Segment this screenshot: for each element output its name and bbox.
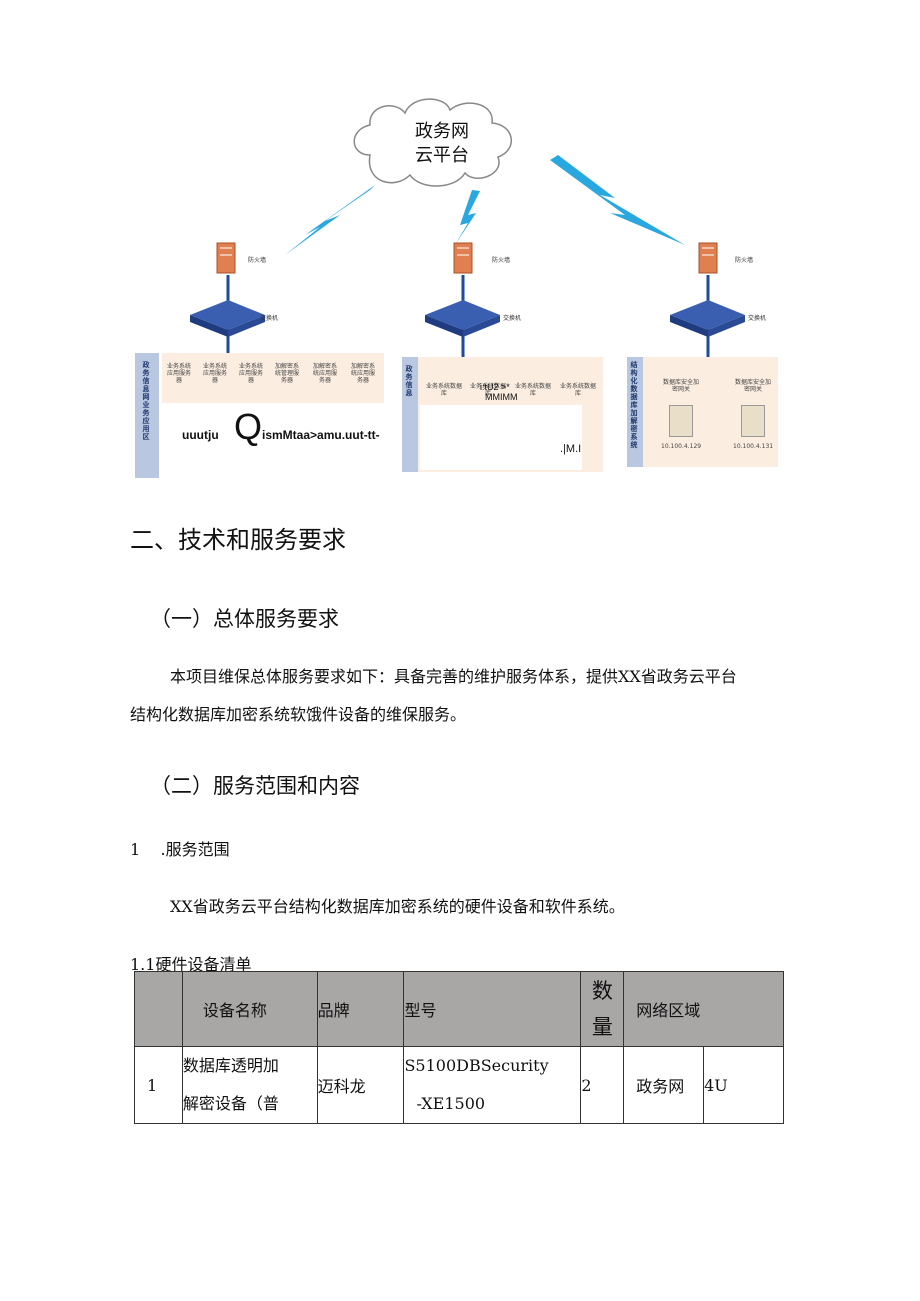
zone3-side: 结构化数据库加解密系统: [627, 357, 643, 467]
zone2-ocr-overlay: .|M.I: [420, 405, 582, 470]
switch-label: 交换机: [260, 315, 279, 322]
column-header-qty: 数 量: [580, 971, 625, 1047]
server-label: 业务系统数据库: [559, 383, 596, 398]
overlay-text: ismMtaa>amu.uut-tt-: [262, 428, 380, 442]
zone1-side-label: 政务信息网业务应用区: [142, 361, 151, 441]
table-row: 1 数据库透明加 解密设备（普 迈科龙 S5100DBSecurity -XE1…: [134, 1046, 784, 1124]
switch-icon: [190, 300, 265, 337]
network-diagram: 政务网 云平台 防火墙 防火墙 防火墙 交换机 交换机 交换机 政务信息网业务应…: [120, 95, 800, 480]
overlay-text: i:tU2 >*: [480, 382, 510, 392]
cell-qty: 2: [580, 1046, 625, 1124]
subsection-heading-1: （一）总体服务要求: [150, 607, 339, 631]
paragraph-line: 结构化数据库加密系统软饿件设备的维保服务。: [130, 705, 467, 724]
lightning-left-icon: [285, 185, 375, 255]
gateway-ip: 10.100.4.131: [733, 443, 774, 450]
firewall-label: 防火墙: [248, 257, 267, 264]
cell-zone: 政务网: [623, 1046, 705, 1124]
cell-model: S5100DBSecurity -XE1500: [403, 1046, 582, 1124]
diagram-graphics: [190, 98, 745, 360]
gateway-ip: 10.100.4.129: [661, 443, 702, 450]
overlay-text: uuutju: [182, 428, 219, 442]
switch-label: 交换机: [503, 315, 522, 322]
column-header: 设备名称: [181, 971, 318, 1047]
zone2-side: 政务信息: [402, 357, 418, 472]
firewall-icon: [453, 242, 473, 274]
lightning-mid-icon: [455, 190, 480, 245]
cloud-label-line2: 云平台: [415, 145, 469, 167]
overlay-text: .|M.I: [560, 443, 582, 455]
firewall-icon: [216, 242, 236, 274]
server-label: 业务系统数据库: [469, 383, 506, 398]
server-icon: [741, 405, 765, 437]
server-icon: [669, 405, 693, 437]
zone2-side-label: 政务信息: [405, 365, 414, 397]
server-label: 业务系统应用服务器: [202, 363, 227, 385]
list-item-label: 1 .服务范围: [130, 840, 230, 859]
cell-brand: 迈科龙: [316, 1046, 405, 1124]
table-header-row: 设备名称 品牌 型号 数 量 网络区域: [134, 971, 784, 1047]
subsection-heading-2: （二）服务范围和内容: [150, 774, 360, 798]
server-label: 业务系统数据库: [425, 383, 462, 398]
cloud-icon: [353, 98, 513, 187]
zone1-ocr-overlay: uuutju Q ismMtaa>amu.uut-tt-: [162, 405, 392, 445]
paragraph-line: 本项目维保总体服务要求如下：具备完善的维护服务体系，提供XX省政务云平台: [170, 667, 737, 686]
qty-header-line: 数: [591, 979, 613, 1003]
zone1-side: 政务信息网业务应用区: [135, 353, 159, 478]
paragraph: XX省政务云平台结构化数据库加密系统的硬件设备和软件系统。: [170, 897, 625, 916]
column-header: 网络区域: [623, 971, 784, 1047]
server-label: 业务系统数据库: [514, 383, 551, 398]
cloud-label: 政务网 云平台: [415, 120, 469, 169]
cell-model-line: S5100DBSecurity: [404, 1056, 549, 1075]
zone3-side-label: 结构化数据库加解密系统: [630, 361, 639, 449]
column-header: [134, 971, 183, 1047]
qty-header-line: 量: [591, 1015, 613, 1039]
server-label: 加解密系统应用服务器: [350, 363, 375, 385]
column-header: 型号: [403, 971, 582, 1047]
zone3-area: 数据库安全加密网关 10.100.4.129 数据库安全加密网关 10.100.…: [643, 357, 778, 467]
cell-name-line: 数据库透明加: [182, 1056, 279, 1075]
lightning-right-icon: [550, 155, 685, 245]
switch-icon: [425, 300, 500, 337]
firewall-icon: [698, 242, 718, 274]
server-label: 加解密系统管理服务器: [274, 363, 299, 385]
firewall-label: 防火墙: [735, 257, 754, 264]
gateway-label: 数据库安全加密网关: [662, 379, 699, 394]
cell-no: 1: [134, 1046, 183, 1124]
column-header: 品牌: [316, 971, 405, 1047]
gateway-label: 数据库安全加密网关: [734, 379, 771, 394]
table-caption: 1.1硬件设备清单: [130, 955, 252, 974]
server-label: 加解密系统应用服务器: [312, 363, 337, 385]
cell-name-line: 解密设备（普: [182, 1094, 279, 1113]
overlay-text: MMIMM: [485, 392, 518, 402]
zone1-area: 业务系统应用服务器 业务系统应用服务器 业务系统应用服务器 加解密系统管理服务器…: [162, 353, 384, 403]
cell-model-line: -XE1500: [416, 1094, 486, 1113]
server-label: 业务系统应用服务器: [238, 363, 263, 385]
overlay-glyph: Q: [234, 406, 263, 447]
server-label: 业务系统应用服务器: [166, 363, 191, 385]
cell-size: 4U: [703, 1046, 784, 1124]
hardware-table: 设备名称 品牌 型号 数 量 网络区域 1 数据库透明加 解密设备（普 迈科龙 …: [134, 971, 784, 1124]
cell-name: 数据库透明加 解密设备（普: [181, 1046, 318, 1124]
switch-label: 交换机: [748, 315, 767, 322]
cloud-label-line1: 政务网: [415, 121, 469, 142]
section-heading: 二、技术和服务要求: [130, 526, 346, 554]
switch-icon: [670, 300, 745, 337]
firewall-label: 防火墙: [492, 257, 511, 264]
